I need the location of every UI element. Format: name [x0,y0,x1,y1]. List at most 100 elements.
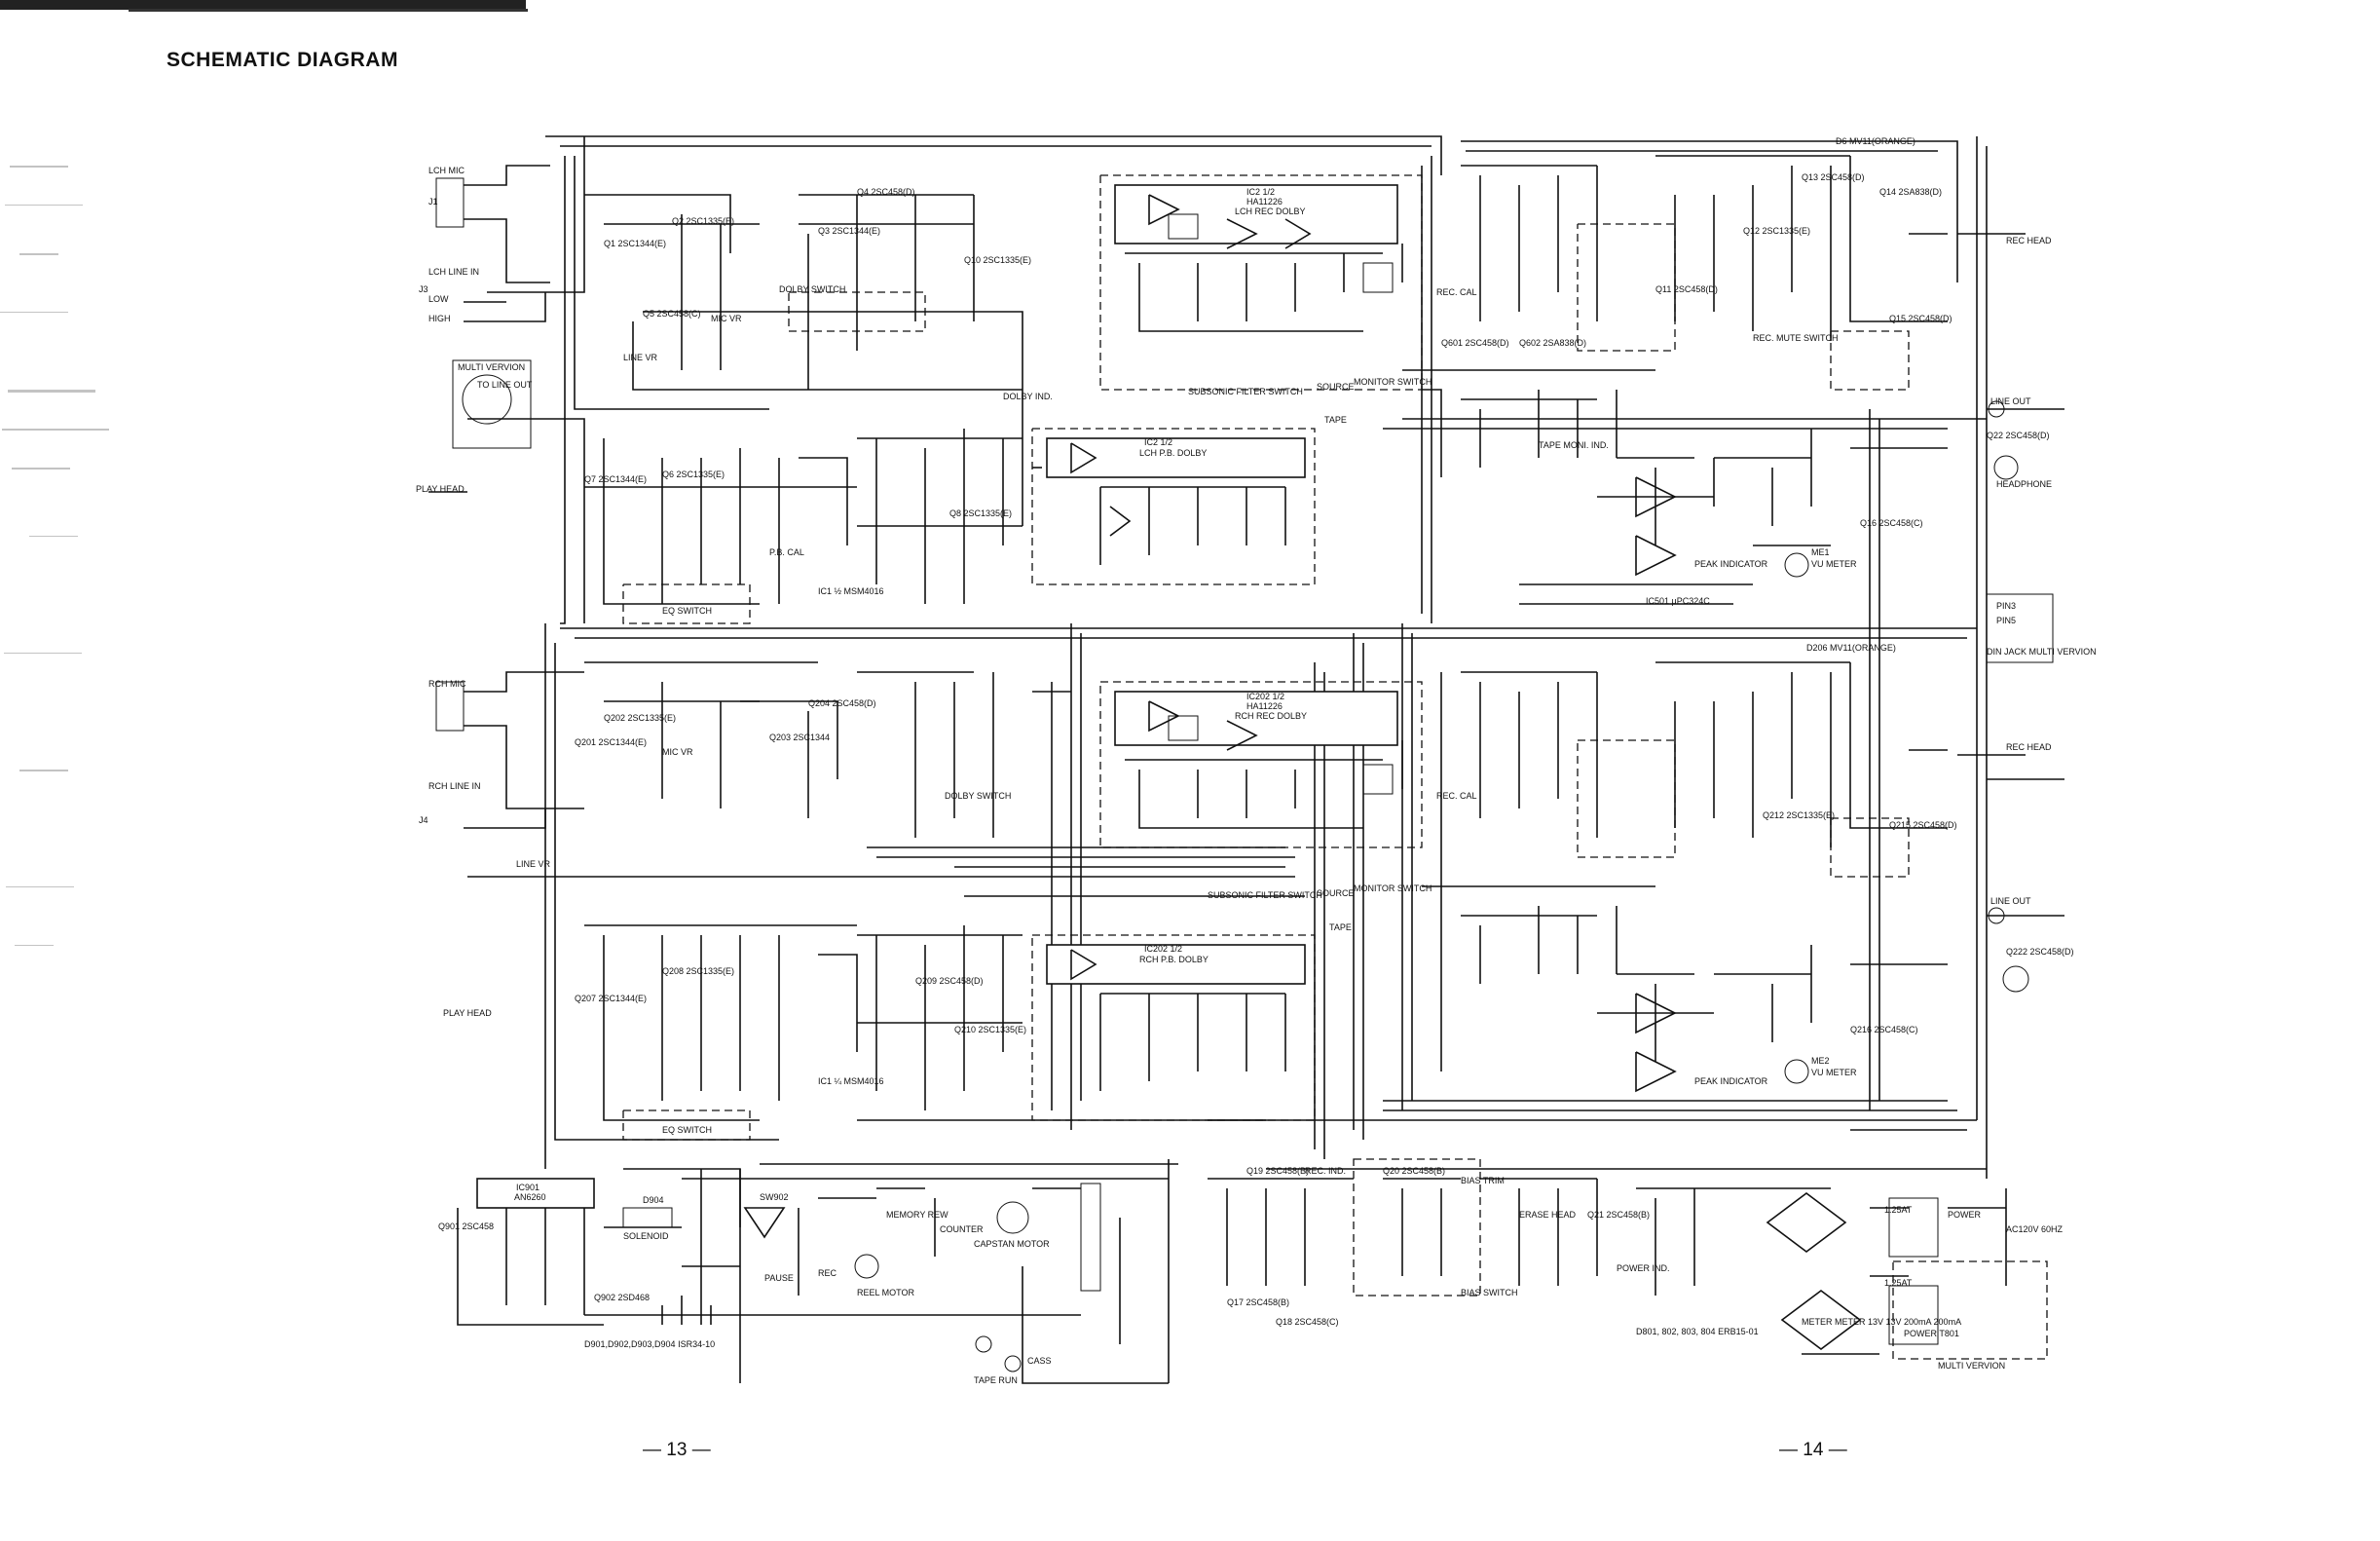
label-q204: Q204 2SC458(D) [808,698,876,708]
label-q8: Q8 2SC1335(E) [949,508,1012,518]
label-power-ind: POWER IND. [1617,1263,1670,1273]
label-me2: ME2 [1811,1056,1830,1066]
label-q202: Q202 2SC1335(E) [604,713,676,723]
ic2-pb-desc: LCH P.B. DOLBY [1139,448,1207,458]
label-reel-motor: REEL MOTOR [857,1288,915,1297]
label-rec-head-lch: REC HEAD [2006,236,2052,245]
label-counter: COUNTER [940,1224,984,1234]
label-erase-head: ERASE HEAD [1519,1210,1577,1220]
label-q209: Q209 2SC458(D) [915,976,984,986]
label-q14: Q14 2SA838(D) [1879,187,1942,197]
label-tape-run: TAPE RUN [974,1375,1018,1385]
lch-input-section [428,136,1042,624]
label-vu-meter-rch: VU METER [1811,1068,1857,1077]
label-dolby-switch-lch: DOLBY SWITCH [779,284,845,294]
label-subsonic-lch: SUBSONIC FILTER SWITCH [1188,387,1303,396]
ic2-rec-dolby-block: IC2 1/2 HA11226 LCH REC DOLBY [1099,174,1423,391]
label-rch-line-in: RCH LINE IN [428,781,481,791]
label-memory-rew: MEMORY REW [886,1210,948,1220]
label-me1: ME1 [1811,547,1830,557]
label-bias-trim: BIAS TRIM [1461,1176,1505,1185]
label-q4: Q4 2SC458(D) [857,187,915,197]
bias-osc-section [1208,1158,1733,1297]
label-q602: Q602 2SA838(D) [1519,338,1586,348]
label-line-out-rch: LINE OUT [1990,896,2031,906]
label-multi-vervion-top: MULTI VERVION [458,362,525,372]
label-rec-cal-rch: REC. CAL [1436,791,1477,801]
label-fuse2: 1.25AT [1884,1205,1913,1215]
label-q13: Q13 2SC458(D) [1802,172,1865,182]
scan-edge-noise [0,166,109,946]
label-q15: Q15 2SC458(D) [1889,314,1952,323]
label-q201: Q201 2SC1344(E) [575,737,647,747]
label-multi-vervion-bottom: MULTI VERVION [1938,1361,2005,1371]
page-title: SCHEMATIC DIAGRAM [167,49,398,71]
label-ic1: IC1 ½ MSM4016 [818,586,884,596]
label-rch-mic: RCH MIC [428,679,466,689]
label-ic901-part: AN6260 [514,1192,546,1202]
label-dolby-ind: DOLBY IND. [1003,392,1053,401]
label-peak-indicator-rch: PEAK INDICATOR [1694,1076,1768,1086]
label-capstan-motor: CAPSTAN MOTOR [974,1239,1050,1249]
label-q902: Q902 2SD468 [594,1293,650,1302]
label-q5: Q5 2SC458(C) [643,309,701,319]
label-q210: Q210 2SC1335(E) [954,1025,1026,1034]
label-pin3: PIN3 [1996,601,2016,611]
label-q212: Q212 2SC1335(E) [1763,810,1835,820]
ic2-pb-dolby-block: IC2 1/2 LCH P.B. DOLBY [1031,428,1316,585]
label-rec-sw: REC [818,1268,837,1278]
label-play-head-rch: PLAY HEAD [443,1008,492,1018]
label-q222: Q222 2SC458(D) [2006,947,2074,957]
label-q20: Q20 2SC458(B) [1383,1166,1445,1176]
label-rec-head-rch: REC HEAD [2006,742,2052,752]
ic202-pb-name: IC202 1/2 [1144,944,1182,954]
label-q17: Q17 2SC458(B) [1227,1297,1289,1307]
label-j3-low: LOW [428,294,449,304]
label-q18: Q18 2SC458(C) [1276,1317,1339,1327]
label-sw902: SW902 [760,1192,789,1202]
label-q207: Q207 2SC1344(E) [575,994,647,1003]
label-tape-rch: TAPE [1329,922,1352,932]
label-j1: J1 [428,197,438,207]
label-pause: PAUSE [764,1273,794,1283]
label-rec-cal-lch: REC. CAL [1436,287,1477,297]
ic2-pb-name: IC2 1/2 [1144,437,1172,447]
lch-rec-output-section [1402,155,1948,605]
label-j3-high: HIGH [428,314,451,323]
label-source-lch: SOURCE [1317,382,1355,392]
label-q6: Q6 2SC1335(E) [662,470,725,479]
label-q601: Q601 2SC458(D) [1441,338,1509,348]
label-ac-in: AC120V 60HZ [2006,1224,2064,1234]
ic202-rec-part: HA11226 [1246,701,1283,711]
label-q901: Q901 2SC458 [438,1222,494,1231]
label-q11: Q11 2SC458(D) [1655,284,1718,294]
label-eq-switch-rch: EQ SWITCH [662,1125,712,1135]
scan-top-bar-thin [129,9,528,12]
label-q1: Q1 2SC1344(E) [604,239,666,248]
label-dolby-switch-rch: DOLBY SWITCH [945,791,1011,801]
label-headphone: HEADPHONE [1996,479,2052,489]
label-monitor-switch-rch: MONITOR SWITCH [1354,883,1432,893]
label-q22: Q22 2SC458(D) [1987,431,2050,440]
label-mic-vr-lch: MIC VR [711,314,742,323]
label-ic901-name: IC901 [516,1183,539,1192]
label-q215: Q215 2SC458(D) [1889,820,1957,830]
label-mic-vr-rch: MIC VR [662,747,693,757]
label-din-jack: DIN JACK MULTI VERVION [1987,647,2097,657]
label-line-out-lch: LINE OUT [1990,396,2031,406]
label-d901-904: D901,D902,D903,D904 ISR34-10 [584,1339,715,1349]
label-ic501: IC501 μPC324C [1646,596,1710,606]
label-d904: D904 [643,1195,664,1205]
labels: LCH MIC J1 LCH LINE IN J3 LOW HIGH MULTI… [416,136,2097,1385]
label-q10: Q10 2SC1335(E) [964,255,1031,265]
label-bias-switch: BIAS SWITCH [1461,1288,1518,1297]
label-q203: Q203 2SC1344 [769,733,830,742]
power-supply-section [1733,1187,2048,1360]
ic202-pb-desc: RCH P.B. DOLBY [1139,955,1209,964]
rch-input-section [435,661,1071,1141]
label-q216: Q216 2SC458(C) [1850,1025,1918,1034]
page-number-left: — 13 — [643,1440,711,1460]
label-rec-ind: REC. IND. [1305,1166,1346,1176]
label-cass: CASS [1027,1356,1052,1366]
